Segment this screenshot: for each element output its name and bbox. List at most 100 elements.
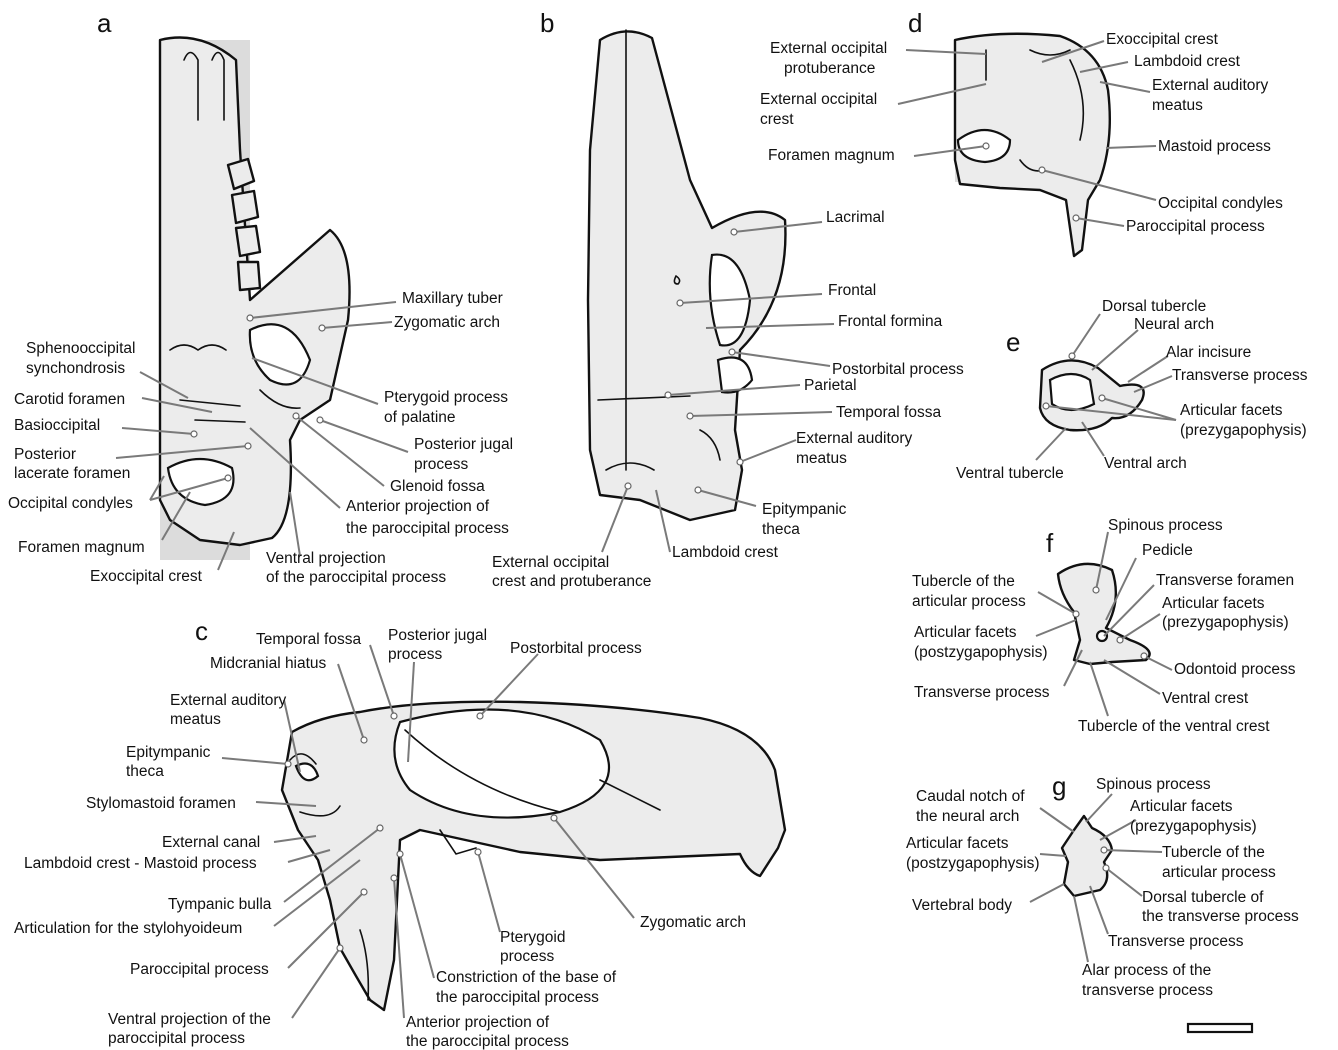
label-maxillary-tuber: Maxillary tuber — [402, 290, 503, 307]
panel-letter-f: f — [1046, 528, 1054, 558]
label-constriction-2: the paroccipital process — [436, 989, 599, 1006]
label-caudal-notch: Caudal notch of — [916, 788, 1025, 805]
label-transverse-process: Transverse process — [1172, 367, 1308, 384]
label-meatus: meatus — [170, 711, 221, 728]
label-external-occipital: External occipital — [492, 554, 609, 571]
label-transverse-foramen: Transverse foramen — [1156, 572, 1294, 589]
panel-letter-c: c — [195, 616, 208, 646]
label-epitympanic-theca: theca — [762, 521, 800, 538]
label-prezygapophysis: (prezygapophysis) — [1180, 422, 1307, 439]
label-epitympanic: Epitympanic — [762, 501, 847, 518]
occipital-view-drawing — [955, 34, 1110, 256]
scale-bar — [1188, 1024, 1252, 1032]
panel-a: a Maxillary tuber — [8, 8, 513, 586]
label-paroccipital-process: Paroccipital process — [130, 961, 269, 978]
label-temporal-fossa: Temporal fossa — [836, 404, 941, 421]
label-external-auditory-meatus: meatus — [796, 450, 847, 467]
label-epitympanic-theca: theca — [126, 763, 164, 780]
label-temporal-fossa: Temporal fossa — [256, 631, 361, 648]
label-postorbital-process: Postorbital process — [510, 640, 642, 657]
label-lacrimal: Lacrimal — [826, 209, 885, 226]
label-midcranial-hiatus: Midcranial hiatus — [210, 655, 327, 672]
label-pedicle: Pedicle — [1142, 542, 1193, 559]
label-neural-arch: the neural arch — [916, 808, 1019, 825]
label-posterior-jugal-process: process — [388, 646, 443, 663]
label-spinous-process: Spinous process — [1096, 776, 1211, 793]
label-prezygapophysis: (prezygapophysis) — [1162, 614, 1289, 631]
label-zygomatic-arch: Zygomatic arch — [394, 314, 500, 331]
label-epitympanic: Epitympanic — [126, 744, 211, 761]
label-spinous-process: Spinous process — [1108, 517, 1223, 534]
skull-dorsal-drawing — [588, 30, 785, 520]
label-ventral-projection: Ventral projection of the — [108, 1011, 271, 1028]
label-ventral-crest: Ventral crest — [1162, 690, 1249, 707]
label-articular-process: articular process — [1162, 864, 1276, 881]
label-external-auditory: External auditory — [1152, 77, 1269, 94]
label-posterior-jugal: Posterior jugal — [414, 436, 513, 453]
label-ventral-projection-2: of the paroccipital process — [266, 569, 446, 586]
label-zygomatic-arch: Zygomatic arch — [640, 914, 746, 931]
label-alar-incisure: Alar incisure — [1166, 344, 1251, 361]
label-transverse-process: Transverse process — [914, 684, 1050, 701]
label-occipital-condyles: Occipital condyles — [1158, 195, 1283, 212]
label-anterior-projection: Anterior projection of — [406, 1014, 550, 1031]
atlas-drawing — [1040, 360, 1144, 430]
label-tubercle-of-the: Tubercle of the — [1162, 844, 1265, 861]
label-synchondrosis: synchondrosis — [26, 360, 125, 377]
label-mastoid-process: Mastoid process — [1158, 138, 1271, 155]
label-articular-facets-pre: Articular facets — [1162, 595, 1265, 612]
label-posterior: Posterior — [14, 446, 76, 463]
label-dorsal-tubercle-of: Dorsal tubercle of — [1142, 889, 1264, 906]
label-external-occipital-2: crest and protuberance — [492, 573, 651, 590]
label-postorbital-process: Postorbital process — [832, 361, 964, 378]
label-external-canal: External canal — [162, 834, 260, 851]
label-lambdoid-crest: Lambdoid crest — [672, 544, 779, 561]
label-ventral-tubercle: Ventral tubercle — [956, 465, 1064, 482]
label-postzygapophysis: (postzygapophysis) — [906, 855, 1040, 872]
label-stylohyoideum: Articulation for the stylohyoideum — [14, 920, 242, 937]
panel-letter-g: g — [1052, 771, 1066, 801]
label-tubercle-ventral-crest: Tubercle of the ventral crest — [1078, 718, 1270, 735]
label-external-auditory: External auditory — [170, 692, 287, 709]
label-tympanic-bulla: Tympanic bulla — [168, 896, 272, 913]
label-articular-facets-pre: Articular facets — [1130, 798, 1233, 815]
label-crest: crest — [760, 111, 794, 128]
label-lacerate-foramen: lacerate foramen — [14, 465, 130, 482]
label-constriction: Constriction of the base of — [436, 969, 617, 986]
label-frontal: Frontal — [828, 282, 876, 299]
panel-letter-e: e — [1006, 327, 1020, 357]
panel-f: f Spinous process Pedicle Tubercle of th… — [912, 517, 1296, 735]
label-tubercle-of-the: Tubercle of the — [912, 573, 1015, 590]
label-odontoid-process: Odontoid process — [1174, 661, 1296, 678]
label-exoccipital-crest: Exoccipital crest — [90, 568, 203, 585]
label-postzygapophysis: (postzygapophysis) — [914, 644, 1048, 661]
label-posterior-jugal: Posterior jugal — [388, 627, 487, 644]
label-posterior-jugal-process: process — [414, 456, 469, 473]
label-foramen-magnum: Foramen magnum — [18, 539, 145, 556]
label-carotid-foramen: Carotid foramen — [14, 391, 125, 408]
label-pterygoid: Pterygoid — [500, 929, 565, 946]
label-of-palatine: of palatine — [384, 409, 456, 426]
label-lambdoid-mastoid: Lambdoid crest - Mastoid process — [24, 855, 257, 872]
label-occipital-condyles: Occipital condyles — [8, 495, 133, 512]
label-basioccipital: Basioccipital — [14, 417, 100, 434]
label-anterior-projection-2: the paroccipital process — [346, 520, 509, 537]
axis-drawing — [1058, 564, 1150, 664]
panel-letter-a: a — [97, 8, 112, 38]
label-transverse-process: Transverse process — [1108, 933, 1244, 950]
label-ventral-projection-2: paroccipital process — [108, 1030, 245, 1047]
label-sphenooccipital: Sphenooccipital — [26, 340, 135, 357]
label-dorsal-tubercle: Dorsal tubercle — [1102, 298, 1206, 315]
panel-g: g Spinous process Caudal notch of the ne… — [906, 771, 1299, 1032]
label-ventral-arch: Ventral arch — [1104, 455, 1187, 472]
label-pterygoid-process-of-palatine: Pterygoid process — [384, 389, 508, 406]
label-prezygapophysis: (prezygapophysis) — [1130, 818, 1257, 835]
label-pterygoid-process: process — [500, 948, 555, 965]
panel-c: c Tempor — [14, 616, 785, 1050]
label-articular-facets-post: Articular facets — [914, 624, 1017, 641]
label-external-occipital-crest: External occipital — [760, 91, 877, 108]
panel-letter-b: b — [540, 8, 554, 38]
label-frontal-formina: Frontal formina — [838, 313, 943, 330]
label-protuberance: protuberance — [784, 60, 875, 77]
label-foramen-magnum: Foramen magnum — [768, 147, 895, 164]
